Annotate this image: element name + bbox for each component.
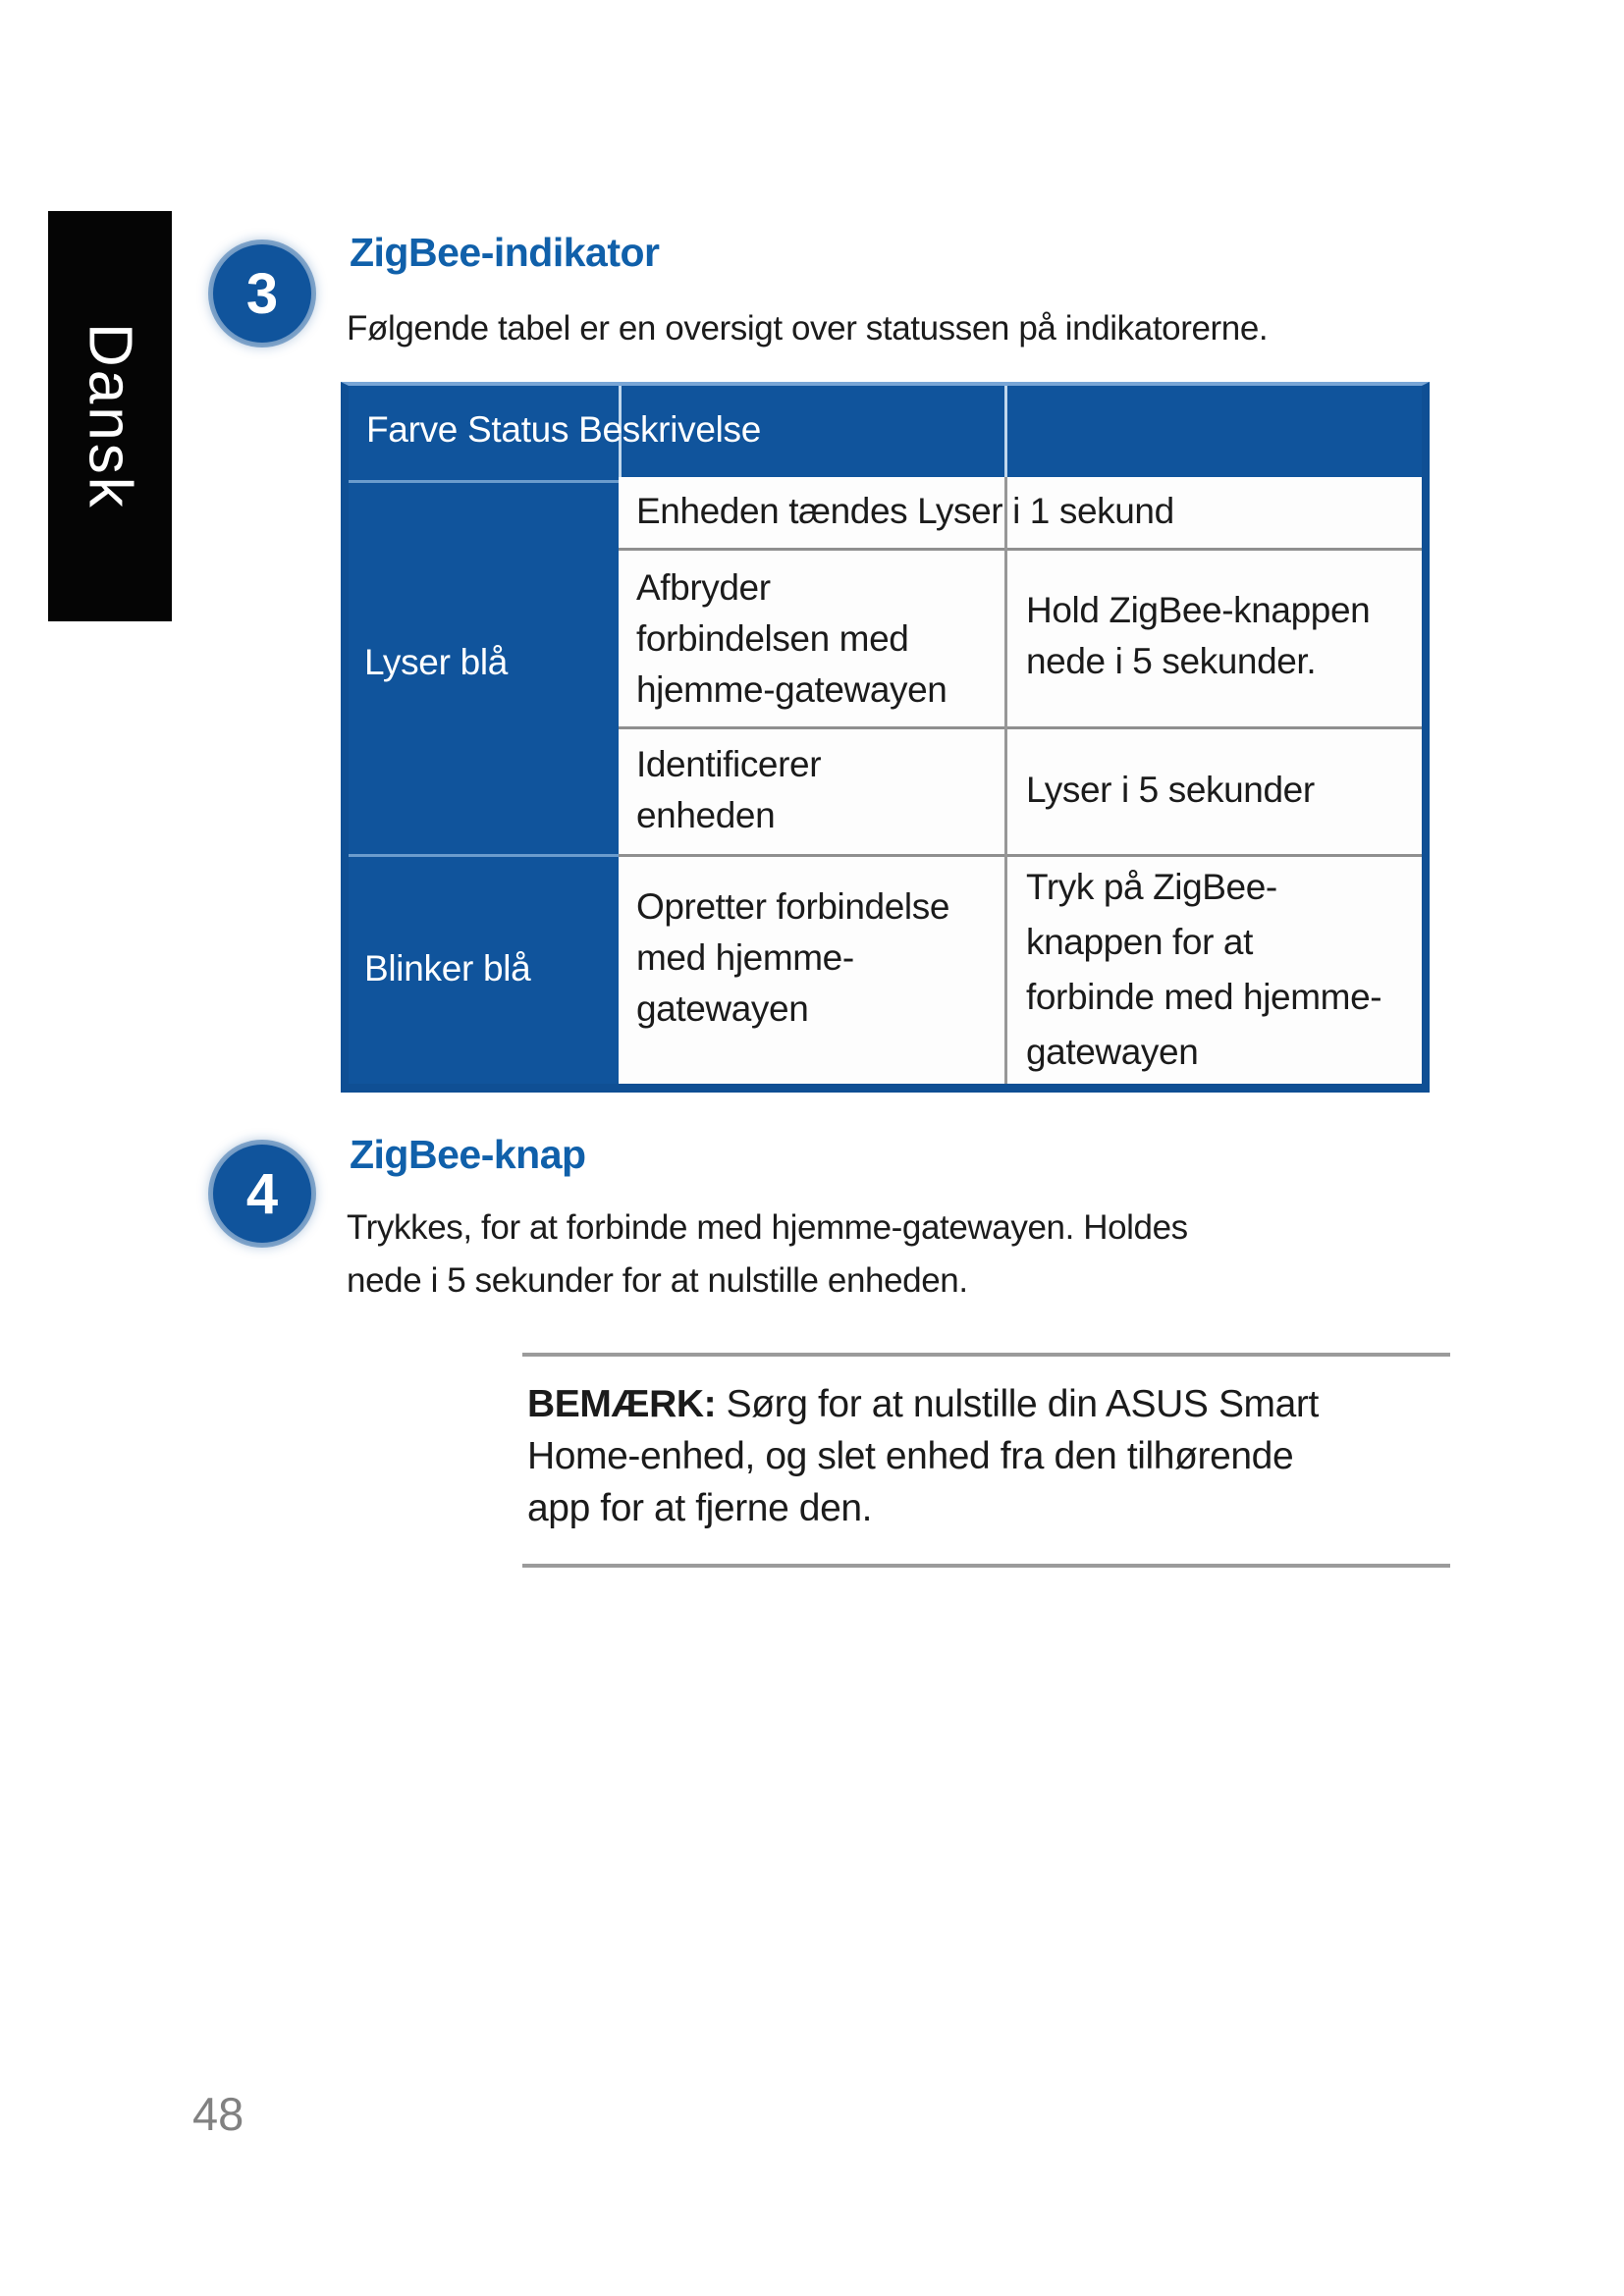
note-label: BEMÆRK: bbox=[527, 1383, 717, 1425]
status-label-lyser-blaa: Lyser blå bbox=[364, 642, 509, 682]
table-cell-enheden-taendes: Enheden tændes Lyser i 1 sekund bbox=[636, 491, 1174, 531]
step-3-badge: 3 bbox=[213, 244, 311, 343]
header-column-divider-1 bbox=[619, 386, 622, 477]
table-cell-hold-knappen: Hold ZigBee-knappen nede i 5 sekunder. bbox=[1026, 590, 1371, 681]
table-cell-lyser-5-sekunder: Lyser i 5 sekunder bbox=[1026, 770, 1315, 810]
note-divider-bottom bbox=[522, 1564, 1450, 1568]
section-4-title: ZigBee-knap bbox=[350, 1132, 586, 1177]
note-text: BEMÆRK: Sørg for at nulstille din ASUS S… bbox=[527, 1378, 1470, 1534]
header-column-divider-2 bbox=[1004, 386, 1007, 477]
language-tab-label: Dansk bbox=[76, 322, 144, 510]
table-row-divider-1 bbox=[619, 548, 1422, 551]
language-tab: Dansk bbox=[48, 211, 172, 621]
table-cell-afbryder: Afbryder forbindelsen med hjemme-gateway… bbox=[636, 567, 947, 710]
indicator-status-table: Farve Status Beskrivelse Lyser blå Blink… bbox=[341, 382, 1430, 1093]
section-4-body: Trykkes, for at forbinde med hjemme-gate… bbox=[347, 1208, 1188, 1300]
section-3-body: Følgende tabel er en oversigt over statu… bbox=[347, 309, 1269, 347]
step-4-badge: 4 bbox=[213, 1145, 311, 1243]
page-number: 48 bbox=[192, 2088, 244, 2140]
table-row-divider-2 bbox=[619, 726, 1422, 729]
step-3-number: 3 bbox=[245, 261, 279, 326]
note-divider-top bbox=[522, 1353, 1450, 1357]
table-cell-identificerer: Identificerer enheden bbox=[636, 744, 822, 835]
status-label-blinker-blaa: Blinker blå bbox=[364, 948, 531, 988]
status-color-column: Lyser blå Blinker blå bbox=[349, 477, 619, 1084]
note-body: Sørg for at nulstille din ASUS Smart Hom… bbox=[527, 1383, 1319, 1529]
table-column-divider bbox=[1004, 477, 1007, 1084]
status-column-separator-top bbox=[349, 480, 619, 483]
table-cell-tryk-paa-knappen: Tryk på ZigBee- knappen for at forbinde … bbox=[1026, 867, 1382, 1072]
table-cell-opretter-forbindelse: Opretter forbindelse med hjemme- gateway… bbox=[636, 886, 950, 1029]
status-column-separator-mid bbox=[349, 854, 619, 857]
table-row-divider-3 bbox=[619, 854, 1422, 857]
step-4-number: 4 bbox=[245, 1161, 279, 1226]
table-header-label: Farve Status Beskrivelse bbox=[366, 409, 762, 450]
table-header-row: Farve Status Beskrivelse bbox=[349, 386, 1422, 477]
section-3-title: ZigBee-indikator bbox=[350, 230, 660, 275]
